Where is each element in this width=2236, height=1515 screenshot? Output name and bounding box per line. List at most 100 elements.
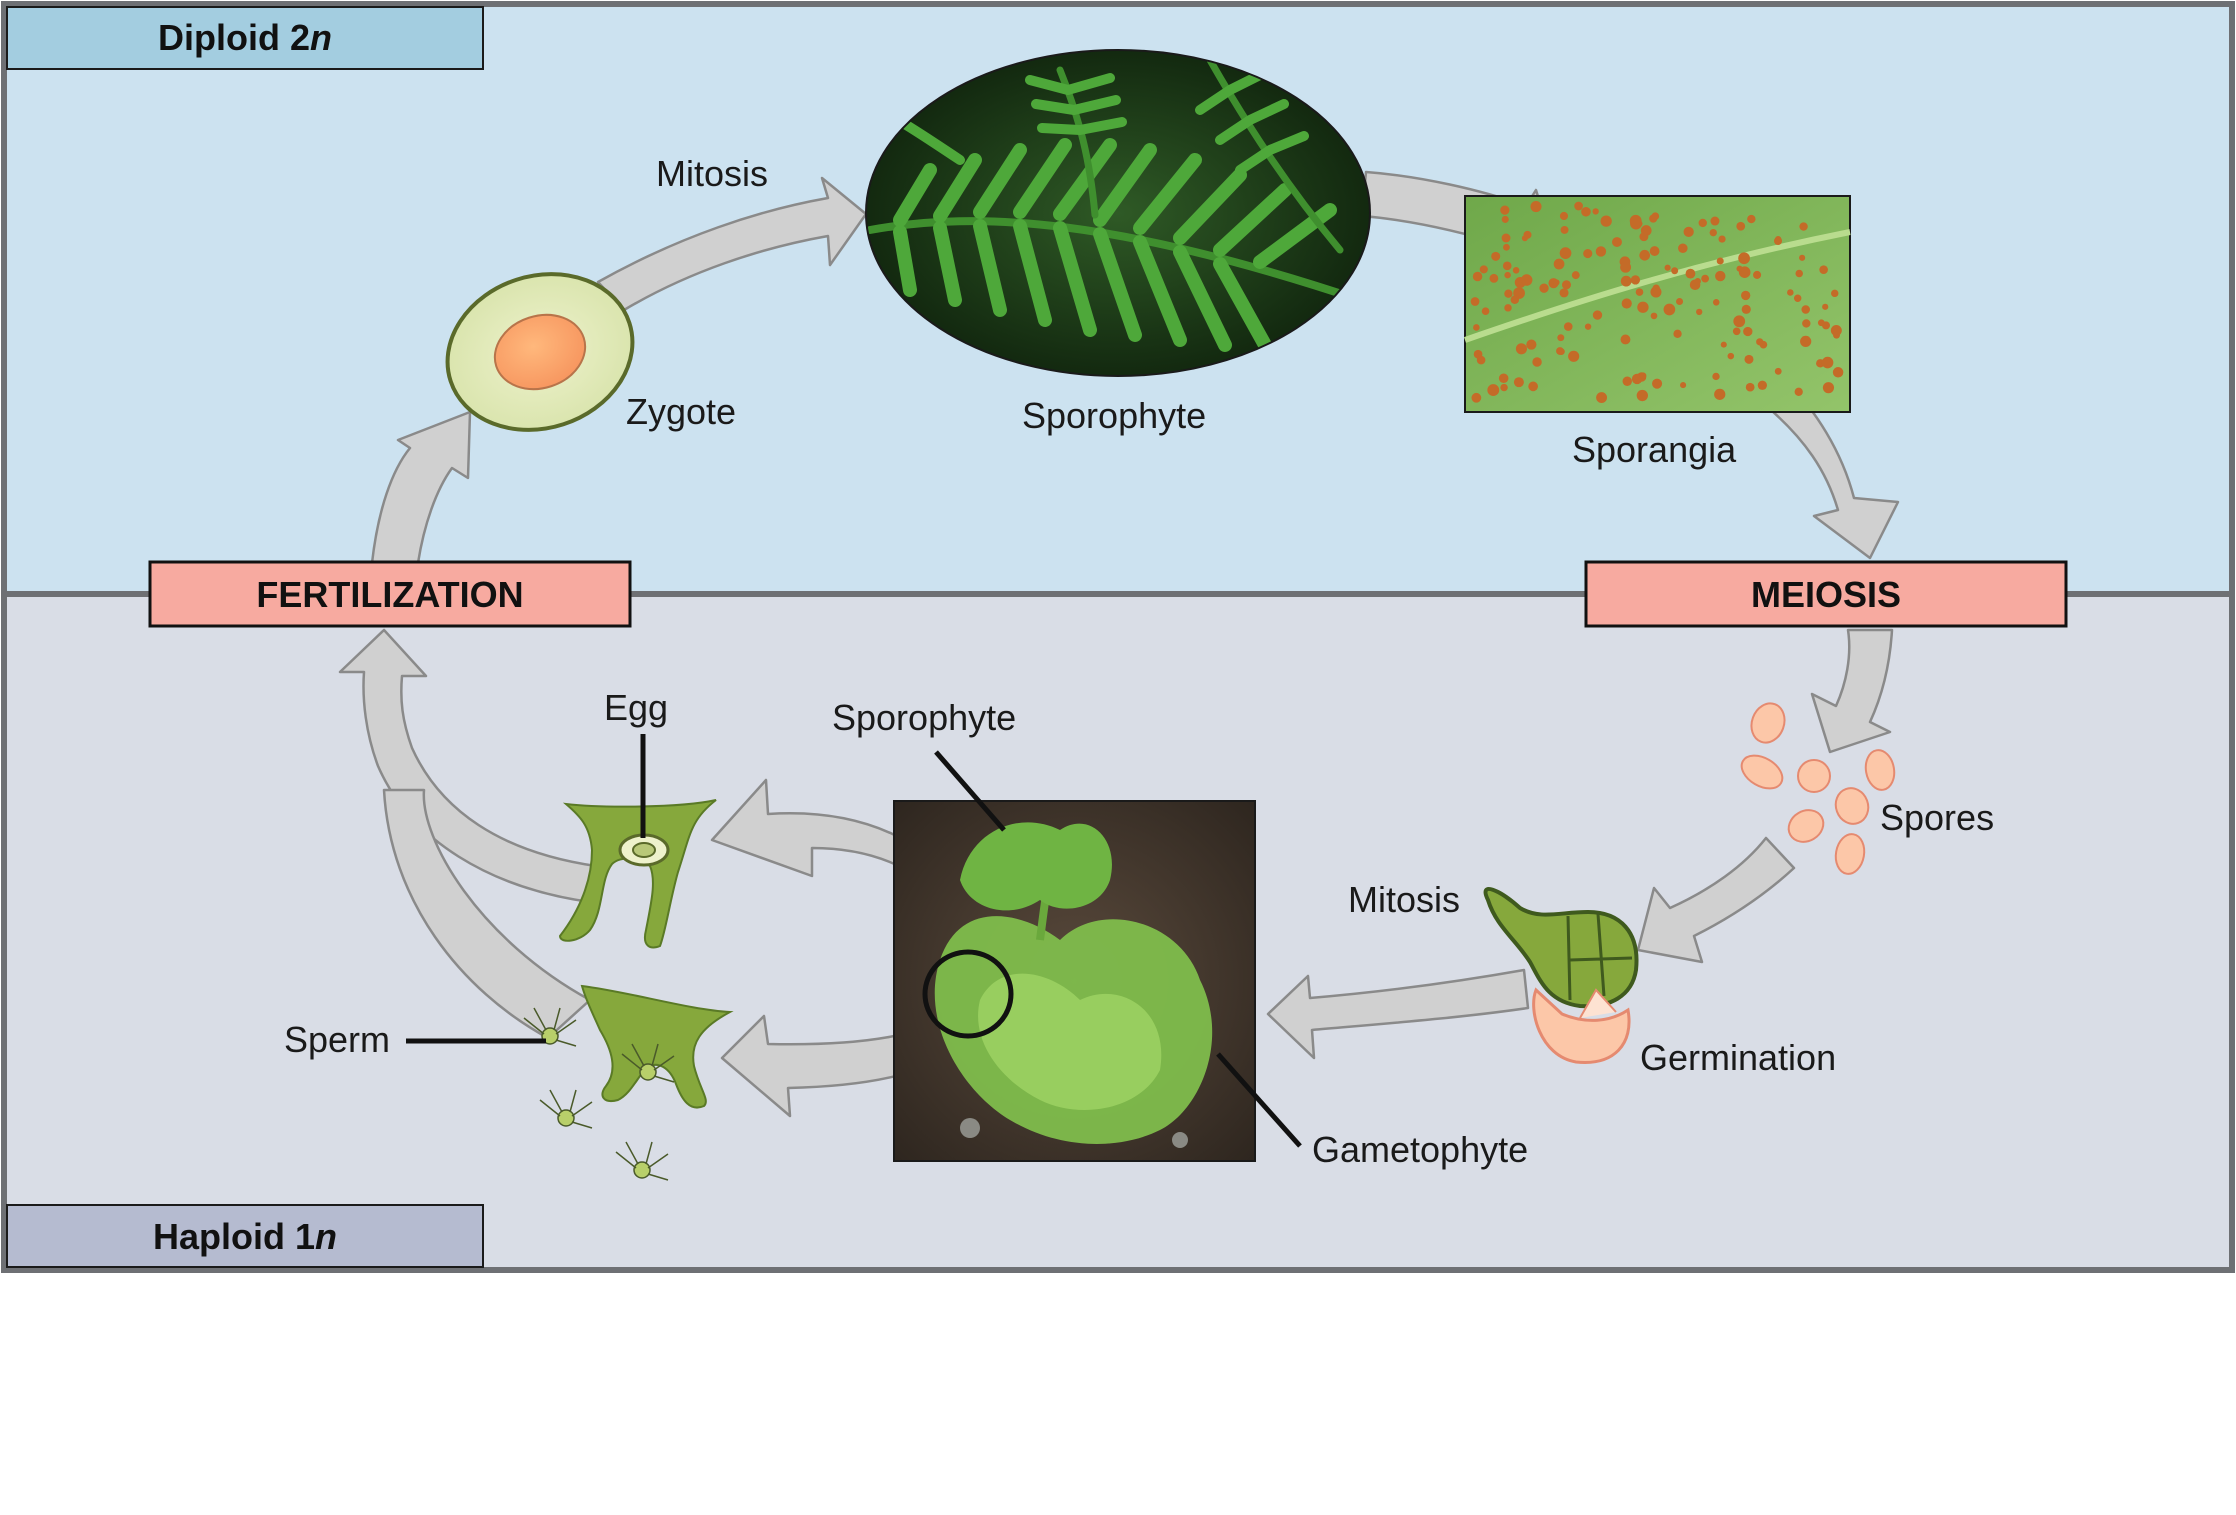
sorus-dot <box>1831 289 1839 298</box>
sorus-dot <box>1530 201 1542 213</box>
sorus-dot <box>1471 392 1482 403</box>
sorus-dot <box>1743 326 1753 337</box>
egg-label: Egg <box>604 687 668 728</box>
sorus-dot <box>1487 384 1500 396</box>
sorus-dot <box>1556 347 1564 355</box>
sorus-dot <box>1741 304 1751 314</box>
sorus-dot <box>1801 305 1810 314</box>
sorus-dot <box>1502 261 1512 271</box>
sorus-dot <box>1631 373 1643 385</box>
zygote-label: Zygote <box>626 391 736 432</box>
sorus-dot <box>1504 289 1513 298</box>
sorus-dot <box>1559 211 1569 221</box>
sorus-dot <box>1747 214 1756 224</box>
sorus-dot <box>1676 297 1684 306</box>
sorus-dot <box>1819 265 1828 275</box>
sorus-dot <box>1832 367 1844 378</box>
sorus-dot <box>1680 382 1687 389</box>
mitosis-bottom-label: Mitosis <box>1348 879 1460 920</box>
sorus-dot <box>1727 352 1735 360</box>
sorus-dot <box>1696 308 1703 316</box>
sorus-dot <box>1532 357 1542 367</box>
sorus-dot <box>1592 208 1599 215</box>
arrow-spores-to-germination <box>1636 836 1796 964</box>
sorus-dot <box>1526 339 1537 350</box>
sorus-dot <box>1774 367 1782 375</box>
sorus-dot <box>1636 389 1648 402</box>
sorus-dot <box>1736 221 1746 231</box>
sorus-dot <box>1733 315 1746 328</box>
sorus-dot <box>1620 334 1631 345</box>
sorus-dot <box>1774 236 1783 245</box>
sorus-dot <box>1709 228 1717 237</box>
sorus-dot <box>1612 237 1622 248</box>
sorus-dot <box>1799 254 1806 261</box>
sorus-dot <box>1639 249 1651 261</box>
sorus-dot <box>1714 388 1726 400</box>
sorus-dot <box>1504 271 1511 279</box>
sorus-dot <box>1500 205 1510 215</box>
sorus-dot <box>1476 355 1486 365</box>
sorus-dot <box>1595 246 1607 257</box>
sorus-dot <box>1787 289 1794 296</box>
sorus-dot <box>1568 350 1580 362</box>
sorus-dot <box>1678 243 1688 253</box>
arrow-egg-to-fertilization <box>338 628 598 904</box>
diploid-label-n: n <box>310 17 332 58</box>
meiosis-label: MEIOSIS <box>1751 574 1901 615</box>
sorus-dot <box>1822 303 1829 310</box>
sorus-dot <box>1557 334 1565 342</box>
sorus-dot <box>1629 214 1642 227</box>
sorus-dot <box>1510 295 1520 304</box>
sperm-label: Sperm <box>284 1019 390 1060</box>
sorus-dot <box>1472 271 1483 282</box>
sorus-dot <box>1663 303 1676 316</box>
sorus-dot <box>1470 297 1480 306</box>
sorus-dot <box>1720 341 1727 348</box>
sorus-dot <box>1753 270 1762 279</box>
sorus-dot <box>1649 246 1660 256</box>
haploid-label-n: n <box>315 1216 337 1257</box>
arrow-sporangia-to-meiosis <box>1752 374 1900 560</box>
sorus-dot <box>1528 381 1539 392</box>
sorus-dot <box>1596 392 1608 404</box>
sorus-dot <box>1756 338 1764 346</box>
sorus-dot <box>1583 249 1593 259</box>
sorus-dot <box>1639 232 1649 242</box>
sorus-dot <box>1710 216 1720 226</box>
sorus-dot <box>1559 288 1569 298</box>
sporophyte-fern-image <box>865 49 1371 377</box>
sorus-dot <box>1793 294 1802 302</box>
sporangia-leaf-image <box>1464 195 1851 413</box>
sorus-dot <box>1718 235 1726 243</box>
archegonium-egg-structure <box>558 799 717 949</box>
sorus-dot <box>1635 288 1644 296</box>
sorus-dot <box>1554 260 1563 270</box>
sorus-dot <box>1621 298 1632 309</box>
sorus-dot <box>1802 319 1811 328</box>
sorus-dot <box>1559 247 1572 259</box>
sorus-dot <box>1821 356 1834 369</box>
sorus-dot <box>1501 215 1509 223</box>
haploid-label: Haploid 1 <box>153 1216 315 1257</box>
arrow-germination-to-gametophyte <box>1266 968 1530 1060</box>
sorus-dot <box>1822 382 1835 394</box>
sorus-dot <box>1639 372 1647 379</box>
sorus-dot <box>1481 307 1490 316</box>
sorus-dot <box>1574 201 1583 211</box>
sorus-dot <box>1833 331 1840 339</box>
sorus-dot <box>1683 226 1694 237</box>
sorus-dot <box>1799 222 1808 231</box>
sorus-dot <box>1500 383 1508 392</box>
sorus-dot <box>1501 233 1511 243</box>
germinating-spore <box>1483 887 1639 1064</box>
sorus-dot <box>1504 304 1512 312</box>
sorus-dot <box>1600 215 1612 227</box>
sporophyte-top-label: Sporophyte <box>1022 395 1206 436</box>
fertilization-box: FERTILIZATION <box>148 560 632 628</box>
sorus-dot <box>1651 288 1662 298</box>
sorus-dot <box>1650 312 1658 320</box>
sporophyte-bottom-leader <box>934 750 1006 832</box>
sorus-dot <box>1698 218 1707 228</box>
sorus-dot <box>1620 275 1632 287</box>
